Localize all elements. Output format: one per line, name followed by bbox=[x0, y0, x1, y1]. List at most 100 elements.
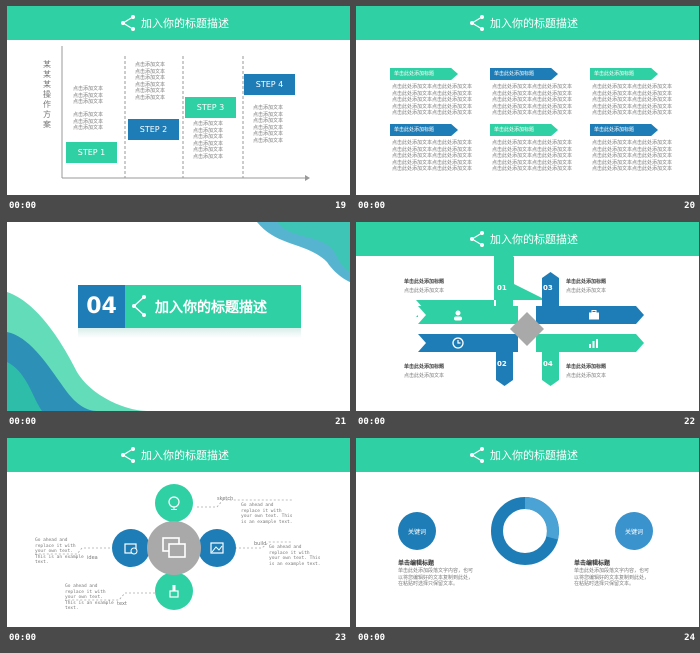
slide-title: 加入你的标题描述 bbox=[141, 17, 229, 30]
circles-diagram bbox=[398, 497, 653, 565]
slide-23[interactable]: 加入你的标题描述 sketch build idea text Go ahead… bbox=[7, 438, 350, 627]
label-top-right: 单击此处添加标题 bbox=[566, 279, 607, 285]
label-bottom-right: 单击此处添加标题 bbox=[566, 364, 607, 370]
tag-4: 单击此处添加标题 bbox=[390, 124, 458, 136]
keyword-right: 关键词 bbox=[624, 529, 643, 536]
title-bar: 加入你的标题描述 bbox=[7, 6, 350, 40]
text-top-left: 点击此处添加文本 bbox=[404, 288, 445, 294]
slide-22-cell[interactable]: 加入你的标题描述 01 02 bbox=[356, 222, 699, 437]
share-icon bbox=[470, 231, 484, 247]
slide-20[interactable]: 加入你的标题描述 单击此处添加标题 单击此处添加标题 单击此处添加标题 单击此处… bbox=[356, 6, 699, 195]
brush-icon bbox=[169, 585, 179, 598]
image-icon bbox=[210, 542, 224, 554]
text-block-5: 点击此处添加文本点击此处添加文本点击此处添加文本点击此处添加文本点击此处添加文本… bbox=[492, 140, 573, 172]
label-bottom-left: 单击此处添加标题 bbox=[404, 364, 445, 370]
num-02: 02 bbox=[497, 360, 507, 368]
step-chart-lines bbox=[61, 46, 310, 181]
share-icon bbox=[121, 15, 135, 31]
slide-title: 加入你的标题描述 bbox=[490, 233, 578, 246]
tag-6: 单击此处添加标题 bbox=[590, 124, 658, 136]
slide-title: 加入你的标题描述 bbox=[490, 17, 578, 30]
title-bar: 加入你的标题描述 bbox=[356, 222, 699, 256]
text-text: Go ahead and replace it with your own te… bbox=[65, 584, 114, 611]
slide-title: 加入你的标题描述 bbox=[490, 449, 578, 462]
label-text: text bbox=[117, 601, 127, 607]
label-build: build bbox=[254, 541, 267, 547]
clock-time: 00:00 bbox=[358, 633, 386, 643]
text-block-3: 点击此处添加文本点击此处添加文本点击此处添加文本点击此处添加文本点击此处添加文本… bbox=[592, 84, 673, 116]
gallery-icon bbox=[124, 543, 138, 555]
text-sketch: Go ahead and replace it with your own te… bbox=[241, 503, 293, 525]
slide-21[interactable]: 04 加入你的标题描述 bbox=[7, 222, 350, 411]
body-right: 单击此处添加段落文字内容，也可以将您编辑好的文本复制到此处，在粘贴时选择只保留文… bbox=[574, 568, 650, 587]
slide-number: 20 bbox=[684, 201, 695, 211]
clock-time: 00:00 bbox=[9, 201, 37, 211]
globe-icon bbox=[168, 496, 180, 510]
share-icon bbox=[121, 447, 135, 463]
title-bar: 加入你的标题描述 bbox=[7, 438, 350, 472]
step-4-box[interactable]: STEP 4 bbox=[244, 74, 295, 95]
slide-19-cell[interactable]: 加入你的标题描述 某某某操作方案 STEP 1 STEP 2 STEP 3 ST… bbox=[7, 6, 350, 221]
clock-time: 00:00 bbox=[358, 417, 386, 427]
slide-20-cell[interactable]: 加入你的标题描述 单击此处添加标题 单击此处添加标题 单击此处添加标题 单击此处… bbox=[356, 6, 699, 221]
share-icon bbox=[470, 15, 484, 31]
slide-number: 19 bbox=[335, 201, 346, 211]
num-01: 01 bbox=[497, 284, 507, 292]
step-1-box[interactable]: STEP 1 bbox=[66, 142, 117, 163]
slide-24-cell[interactable]: 加入你的标题描述 关键词 关键词 关键词 单击编辑标题 单击编辑标题 单击此处添… bbox=[356, 438, 699, 653]
subtitle-right: 单击编辑标题 bbox=[574, 560, 611, 567]
step-3-text: 点击添加文本点击添加文本点击添加文本点击添加文本点击添加文本点击添加文本 bbox=[193, 121, 224, 160]
cross-diagram bbox=[416, 249, 644, 386]
section-title-bar: 加入你的标题描述 bbox=[125, 285, 301, 328]
text-build: Go ahead and replace it with your own te… bbox=[269, 545, 321, 567]
decorative-waves bbox=[7, 222, 350, 411]
share-icon bbox=[132, 295, 146, 317]
slide-23-cell[interactable]: 加入你的标题描述 sketch build idea text Go ahead… bbox=[7, 438, 350, 653]
step-2-box[interactable]: STEP 2 bbox=[128, 119, 179, 140]
step-1-text: 点击添加文本点击添加文本点击添加文本点击添加文本点击添加文本点击添加文本 bbox=[73, 86, 104, 131]
clock-time: 00:00 bbox=[9, 633, 37, 643]
step-3-box[interactable]: STEP 3 bbox=[185, 97, 236, 118]
tag-2: 单击此处添加标题 bbox=[490, 68, 558, 80]
section-title: 加入你的标题描述 bbox=[155, 300, 267, 316]
slide-number: 22 bbox=[684, 417, 695, 427]
bar-chart-icon bbox=[589, 339, 598, 348]
slide-19[interactable]: 加入你的标题描述 某某某操作方案 STEP 1 STEP 2 STEP 3 ST… bbox=[7, 6, 350, 195]
clock-icon bbox=[452, 337, 464, 349]
step-4-text: 点击添加文本点击添加文本点击添加文本点击添加文本点击添加文本点击添加文本 bbox=[253, 105, 284, 144]
step-2-text: 点击添加文本点击添加文本点击添加文本点击添加文本点击添加文本点击添加文本 bbox=[135, 62, 166, 101]
clock-time: 00:00 bbox=[358, 201, 386, 211]
body-left: 单击此处添加段落文字内容，也可以将您编辑好的文本复制到此处，在粘贴时选择只保留文… bbox=[398, 568, 474, 587]
slide-23-footer: 00:00 23 bbox=[7, 629, 350, 651]
section-number-box: 04 bbox=[78, 285, 125, 328]
slide-22[interactable]: 加入你的标题描述 01 02 bbox=[356, 222, 699, 411]
text-idea: Go ahead and replace it with your own te… bbox=[35, 538, 84, 565]
text-top-right: 点击此处添加文本 bbox=[566, 288, 607, 294]
axis-label: 某某某操作方案 bbox=[43, 60, 51, 129]
label-sketch: sketch bbox=[217, 496, 234, 502]
slide-number: 23 bbox=[335, 633, 346, 643]
title-shadow bbox=[78, 328, 301, 338]
title-bar: 加入你的标题描述 bbox=[356, 438, 699, 472]
tag-1: 单击此处添加标题 bbox=[390, 68, 458, 80]
text-block-2: 点击此处添加文本点击此处添加文本点击此处添加文本点击此处添加文本点击此处添加文本… bbox=[492, 84, 573, 116]
label-top-left: 单击此处添加标题 bbox=[404, 279, 445, 285]
slide-19-footer: 00:00 19 bbox=[7, 197, 350, 219]
text-bottom-right: 点击此处添加文本 bbox=[566, 373, 607, 379]
briefcase-icon bbox=[589, 310, 599, 320]
title-bar: 加入你的标题描述 bbox=[356, 6, 699, 40]
slide-24[interactable]: 加入你的标题描述 关键词 关键词 关键词 单击编辑标题 单击编辑标题 单击此处添… bbox=[356, 438, 699, 627]
text-block-4: 点击此处添加文本点击此处添加文本点击此处添加文本点击此处添加文本点击此处添加文本… bbox=[392, 140, 473, 172]
keyword-center: 关键词 bbox=[515, 529, 534, 536]
hub-diagram bbox=[35, 484, 292, 610]
subtitle-left: 单击编辑标题 bbox=[398, 560, 435, 567]
user-icon bbox=[454, 310, 462, 321]
text-bottom-left: 点击此处添加文本 bbox=[404, 373, 445, 379]
share-icon bbox=[470, 447, 484, 463]
text-block-6: 点击此处添加文本点击此处添加文本点击此处添加文本点击此处添加文本点击此处添加文本… bbox=[592, 140, 673, 172]
num-03: 03 bbox=[543, 284, 553, 292]
num-04: 04 bbox=[543, 360, 553, 368]
